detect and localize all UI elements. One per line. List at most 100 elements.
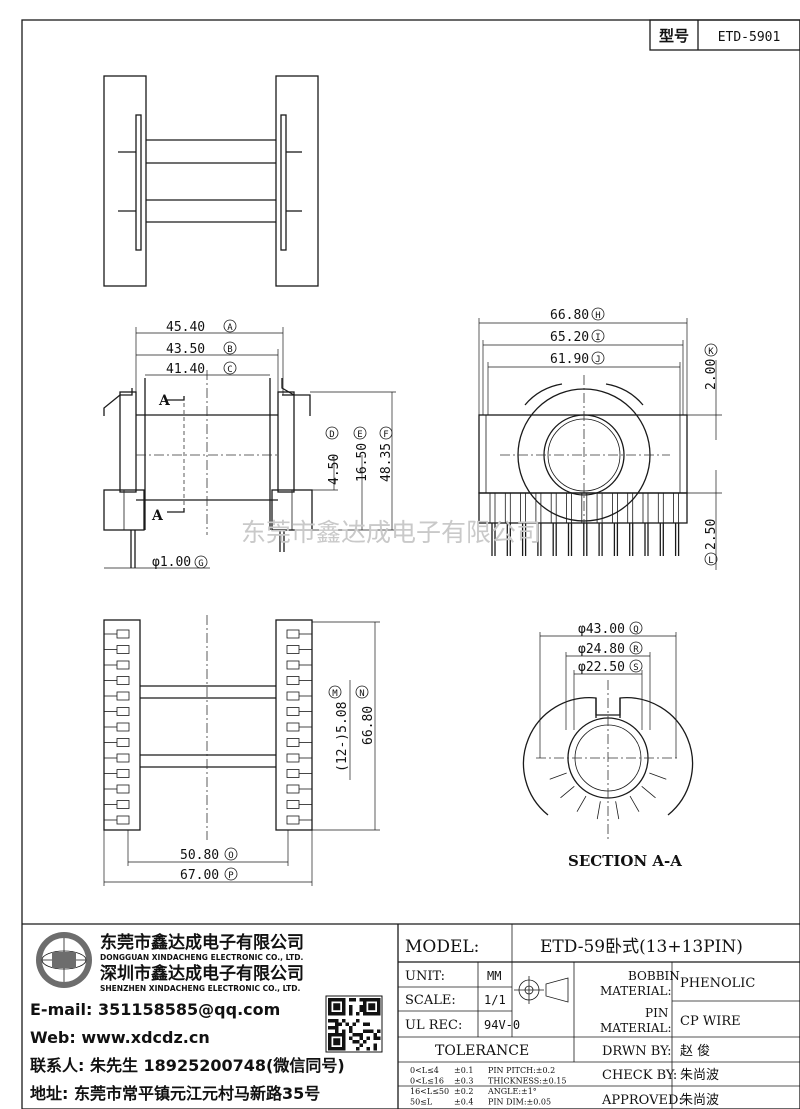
section-mark-top: A xyxy=(158,393,171,409)
left-pin-pad xyxy=(116,800,130,809)
company-address: 地址: 东莞市常平镇元江元村马新路35号 xyxy=(30,1084,320,1103)
model-number-box: 型号 ETD-5901 xyxy=(649,19,800,51)
marker-h: H xyxy=(595,311,600,321)
bobbin-material-label-2: MATERIAL: xyxy=(600,984,672,998)
pin-material-label-2: MATERIAL: xyxy=(600,1021,672,1035)
bobbin-material-value: PHENOLIC xyxy=(680,976,755,991)
marker-d: D xyxy=(329,430,334,440)
tolerance-range: 50≤L xyxy=(410,1098,433,1107)
title-block-grid xyxy=(22,923,800,1109)
left-pin-pad xyxy=(116,691,130,701)
tolerance-range: 0<L≤16 xyxy=(410,1077,444,1086)
company-contact: 联系人: 朱先生 18925200748(微信同号) xyxy=(30,1056,345,1075)
ul-value: 94V-0 xyxy=(484,1018,520,1032)
section-slot xyxy=(576,795,587,812)
unit-label: UNIT: xyxy=(405,969,445,984)
left-pin-pad xyxy=(116,753,130,763)
qr-code xyxy=(325,995,383,1053)
right-pin-pad xyxy=(286,660,300,670)
marker-o: O xyxy=(228,851,233,861)
section-dims xyxy=(539,632,677,758)
top-view xyxy=(103,75,319,287)
check-by-label: CHECK BY: xyxy=(602,1068,677,1083)
section-slot xyxy=(615,801,620,820)
section-slot xyxy=(560,785,575,799)
marker-c: C xyxy=(227,365,232,375)
marker-j: J xyxy=(595,355,600,365)
company-logo-icon xyxy=(36,932,92,988)
company-name-shenzhen-en: SHENZHEN XINDACHENG ELECTRONIC CO., LTD. xyxy=(100,984,301,993)
left-pin-pad xyxy=(116,629,130,639)
bottom-view xyxy=(103,615,313,840)
dim-r-value: φ24.80 xyxy=(578,642,625,657)
right-pin-pad xyxy=(286,691,300,701)
scale-value: 1/1 xyxy=(484,993,506,1007)
side-view xyxy=(103,370,313,568)
unit-value: MM xyxy=(487,969,501,983)
marker-f: F xyxy=(383,430,388,440)
marker-n: N xyxy=(359,689,364,699)
dim-b-value: 43.50 xyxy=(166,342,205,357)
check-by-value: 朱尚波 xyxy=(680,1068,719,1083)
right-pin-pad xyxy=(286,629,300,639)
left-pin-pad xyxy=(116,660,130,670)
front-pin-base xyxy=(612,492,618,524)
dim-g-value: φ1.00 xyxy=(152,555,191,570)
drawing-frame xyxy=(21,19,800,1109)
company-name-shenzhen: 深圳市鑫达成电子有限公司 xyxy=(100,963,304,984)
ul-label: UL REC: xyxy=(405,1018,462,1033)
right-pin-pad xyxy=(286,722,300,732)
drawn-by-label: DRWN BY: xyxy=(602,1044,671,1059)
tolerance-spec: THICKNESS:±0.15 xyxy=(488,1077,566,1086)
tolerance-value: ±0.2 xyxy=(454,1087,473,1096)
dim-j-value: 61.90 xyxy=(550,352,589,367)
right-pin-pad xyxy=(286,769,300,778)
front-pin-base xyxy=(550,492,557,524)
marker-e: E xyxy=(357,430,362,440)
pin-material-value: CP WIRE xyxy=(680,1014,741,1029)
dim-p-value: 67.00 xyxy=(180,868,219,883)
right-pin-pad xyxy=(286,707,300,716)
left-pin-pad xyxy=(116,676,130,685)
left-pin-pad xyxy=(116,815,130,825)
front-pin-base xyxy=(657,492,664,524)
tolerance-value: ±0.4 xyxy=(454,1098,473,1107)
projection-symbol-icon xyxy=(514,976,569,1004)
marker-m: M xyxy=(332,689,338,699)
left-pin-pad xyxy=(116,707,130,716)
section-slot xyxy=(549,772,567,780)
marker-r: R xyxy=(633,645,639,655)
dim-m-value: (12-)5.08 xyxy=(335,702,350,772)
left-pin-pad xyxy=(116,769,130,778)
left-pin-pad xyxy=(116,645,130,654)
model-box-label: 型号 xyxy=(659,27,689,45)
right-pin-pad xyxy=(286,753,300,763)
front-pin-base xyxy=(642,492,649,524)
front-pin-base xyxy=(673,492,679,524)
marker-s: S xyxy=(633,663,638,673)
marker-g: G xyxy=(198,559,203,569)
left-pin-pad xyxy=(116,784,130,794)
pin-material-label-1: PIN xyxy=(645,1006,668,1020)
front-pin-base xyxy=(627,492,634,524)
section-mark-bottom: A xyxy=(151,508,164,524)
right-pin-pad xyxy=(286,645,300,654)
section-title: SECTION A-A xyxy=(568,852,682,870)
tolerance-spec: ANGLE:±1° xyxy=(487,1087,537,1096)
front-view xyxy=(478,375,688,556)
marker-q: Q xyxy=(633,625,638,635)
bobbin-material-label-1: BOBBIN xyxy=(628,969,680,983)
right-pin-pad xyxy=(286,800,300,809)
dim-f-value: 48.35 xyxy=(379,443,394,482)
tolerance-spec: PIN DIM:±0.05 xyxy=(488,1098,551,1107)
dim-c-value: 41.40 xyxy=(166,362,205,377)
bottom-view-dims xyxy=(103,621,380,886)
dim-k-value: 2.00 xyxy=(704,359,719,390)
company-name-dongguan: 东莞市鑫达成电子有限公司 xyxy=(100,932,304,953)
approved-label: APPROVED: xyxy=(601,1093,683,1108)
watermark-text: 东莞市鑫达成电子有限公司 xyxy=(241,518,541,547)
scale-label: SCALE: xyxy=(405,993,456,1008)
approved-value: 朱尚波 xyxy=(680,1093,719,1108)
